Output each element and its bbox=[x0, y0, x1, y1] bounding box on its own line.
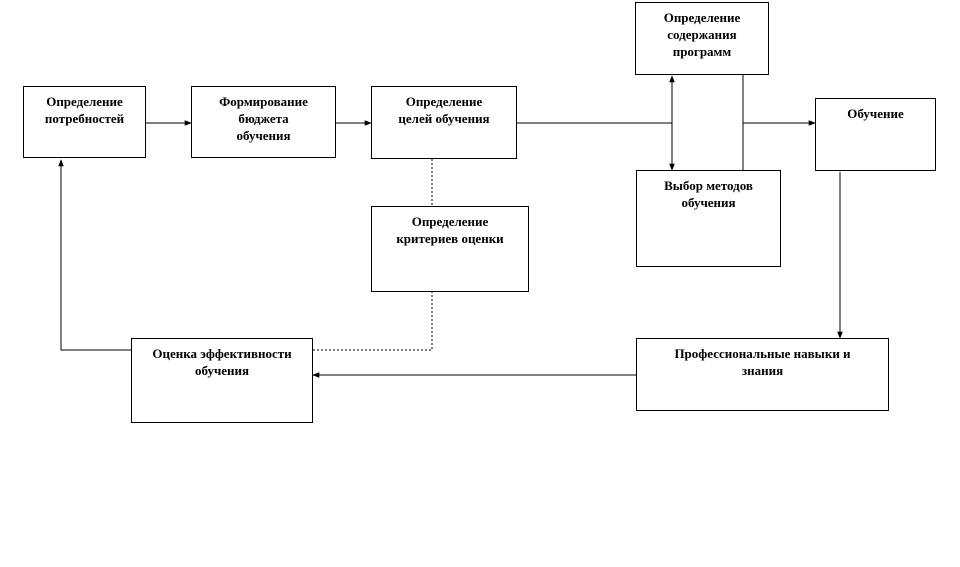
node-evaluation-line-1: Оценка эффективности bbox=[152, 346, 292, 361]
node-training-line-1: Обучение bbox=[847, 106, 904, 121]
node-methods: Выбор методов обучения bbox=[636, 170, 781, 267]
node-goals: Определение целей обучения bbox=[371, 86, 517, 159]
node-budget-line-1: Формирование bbox=[219, 94, 308, 109]
node-budget-line-3: обучения bbox=[236, 128, 291, 143]
node-skills-line-1: Профессиональные навыки и bbox=[674, 346, 851, 361]
node-skills-line-2: знания bbox=[741, 363, 784, 378]
node-needs: Определение потребностей bbox=[23, 86, 146, 158]
node-methods-line-1: Выбор методов bbox=[664, 178, 753, 193]
node-goals-line-1: Определение bbox=[405, 94, 483, 109]
node-content-line-2: содержания bbox=[667, 27, 737, 42]
node-content-line-3: программ bbox=[672, 44, 732, 59]
edge-evaluation-to-needs bbox=[58, 159, 131, 351]
node-goals-line-2: целей обучения bbox=[398, 111, 490, 126]
node-needs-line-1: Определение bbox=[46, 94, 123, 109]
node-evaluation-line-2: обучения bbox=[194, 363, 250, 378]
node-methods-line-2: обучения bbox=[681, 195, 736, 210]
node-criteria-line-2: критериев оценки bbox=[396, 231, 504, 246]
node-content-line-1: Определение bbox=[663, 10, 741, 25]
node-criteria-line-1: Определение bbox=[411, 214, 489, 229]
node-needs-line-2: потребностей bbox=[44, 111, 125, 126]
node-criteria: Определение критериев оценки bbox=[371, 206, 529, 292]
node-skills: Профессиональные навыки и знания bbox=[636, 338, 889, 411]
node-budget: Формирование бюджета обучения bbox=[191, 86, 336, 158]
node-evaluation: Оценка эффективности обучения bbox=[131, 338, 313, 423]
edge-criteria-to-evaluation bbox=[313, 291, 433, 351]
node-budget-line-2: бюджета bbox=[238, 111, 289, 126]
node-training: Обучение bbox=[815, 98, 936, 171]
node-content: Определение содержания программ bbox=[635, 2, 769, 75]
